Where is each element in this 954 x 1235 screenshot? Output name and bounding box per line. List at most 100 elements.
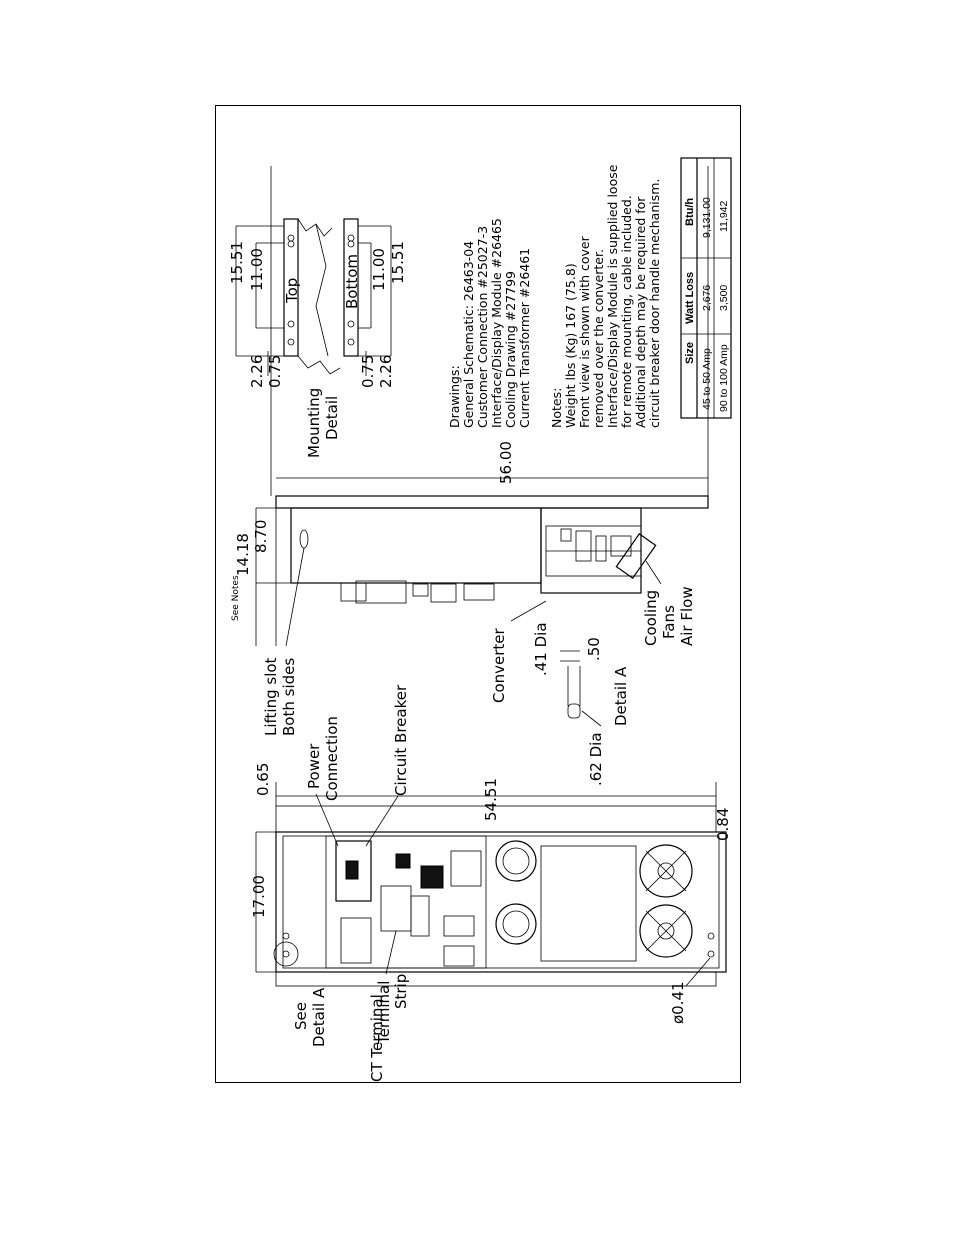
- dia-leader: [685, 957, 711, 987]
- dim-0-65-label: 0.65: [254, 763, 272, 796]
- capacitor-2: [495, 903, 537, 945]
- side-panel-plate: [275, 495, 709, 509]
- power-label: Power: [305, 743, 323, 789]
- detail-word: Detail: [323, 396, 341, 440]
- mount-hole-1: [282, 932, 290, 940]
- fan-leader: [645, 560, 662, 585]
- mounting-detail-label: Mounting Detail: [305, 383, 341, 458]
- detail-a-callout: [273, 941, 299, 967]
- ct-terminal-label: CT Terminal: [368, 994, 386, 1082]
- table-header-watt-loss: Watt Loss: [684, 272, 696, 324]
- converter-parts: [546, 528, 641, 562]
- detail-a-label: Detail A: [612, 666, 630, 726]
- fan-1-cross-b: [645, 850, 687, 892]
- lifting-slot-leader: [285, 547, 305, 647]
- top-hole-2: [287, 240, 295, 248]
- side-upper-enclosure: [290, 507, 542, 584]
- control-chip: [420, 865, 444, 889]
- transformer: [450, 850, 482, 887]
- front-flange-top: [275, 805, 717, 833]
- bottom-hole-2: [347, 240, 355, 248]
- ct-terminal-block: [340, 917, 372, 964]
- dim-0-84-label: 0.84: [714, 808, 732, 841]
- dim-8-70-label: 8.70: [252, 520, 270, 553]
- break-line-mid: [315, 223, 329, 357]
- note-4: Interface/Display Module is supplied loo…: [605, 164, 620, 428]
- dim-50-label: .50: [585, 637, 603, 661]
- break-line-top: [297, 218, 333, 237]
- lifting-slot-label: Lifting slot: [262, 657, 280, 736]
- technical-drawing: 15.51 11.00 Top Bottom 11.00 15.51 2.26 …: [228, 157, 732, 1082]
- converter-label: Converter: [490, 627, 508, 703]
- mount-hole-2: [282, 950, 290, 958]
- table-row-2-watt: 3,500: [718, 285, 730, 311]
- table-row-1-size: 45 to 50 Amp: [701, 348, 713, 410]
- circuit-breaker-label: Circuit Breaker: [392, 684, 410, 796]
- cooling-fan-duct: [615, 533, 657, 579]
- drawing-item-3: Interface/Display Module #26465: [489, 218, 504, 428]
- dim-56-label: 56.00: [497, 441, 515, 484]
- note-2: Front view is shown with cover: [577, 235, 592, 428]
- side-component-1: [340, 582, 367, 602]
- see-label: See: [292, 1002, 310, 1030]
- note-5: for remote mounting, cable included.: [619, 195, 634, 428]
- connector-2: [443, 945, 475, 967]
- capacitor-1-inner: [502, 847, 530, 875]
- fan-1-hub: [657, 862, 675, 880]
- bottom-hole-4: [347, 338, 355, 346]
- mount-hole-3: [707, 932, 715, 940]
- side-component-3: [412, 583, 429, 597]
- dia-41-label: .41 Dia: [532, 622, 550, 676]
- dim-0-75-bottom: 0.75: [359, 355, 377, 388]
- conv-part-1: [560, 528, 572, 542]
- side-component-4: [430, 583, 457, 603]
- table-row-1-btu: 9,131.00: [701, 197, 713, 238]
- connector-1: [443, 915, 475, 937]
- mount-hole-4: [707, 950, 715, 958]
- notes-heading: Notes:: [549, 388, 564, 428]
- side-view: 56.00 14.18 8.70 See Notes Lifting slot …: [231, 166, 709, 736]
- converter-leader: [510, 600, 547, 622]
- table-header-btu: Btu/h: [684, 198, 696, 226]
- front-panel-inner: [282, 835, 720, 969]
- bottom-label: Bottom: [343, 254, 361, 309]
- power-leader: [315, 793, 339, 847]
- dia-62-label: .62 Dia: [587, 732, 605, 786]
- top-hole-3: [287, 320, 295, 328]
- dia-041-label: ø0.41: [669, 981, 687, 1024]
- conv-part-2: [575, 530, 592, 562]
- top-label: Top: [283, 278, 301, 304]
- note-1: Weight lbs (Kg) 167 (75.8): [563, 263, 578, 428]
- dim-54-51-label: 54.51: [482, 778, 500, 821]
- top-hole-4: [287, 338, 295, 346]
- table-row-1-watt: 2,676: [701, 285, 713, 311]
- drawing-frame: 15.51 11.00 Top Bottom 11.00 15.51 2.26 …: [215, 105, 741, 1083]
- note-3: removed over the converter.: [591, 249, 606, 428]
- dim-14-18-label: 14.18: [234, 533, 252, 576]
- breaker-handle: [345, 860, 359, 880]
- conv-part-4: [610, 535, 632, 557]
- terminal-label: Terminal: [375, 981, 393, 1045]
- fuse-block: [395, 853, 411, 869]
- drawings-heading: Drawings:: [447, 365, 462, 428]
- connection-label: Connection: [323, 716, 341, 801]
- dia-62-leader: [581, 710, 602, 727]
- conv-part-3: [595, 535, 607, 562]
- dim-17-label: 17.00: [250, 875, 268, 918]
- mounting-word: Mounting: [305, 388, 323, 458]
- detail-a: .41 Dia .50 .62 Dia Detail A: [532, 622, 630, 786]
- see-notes-label: See Notes: [231, 575, 241, 621]
- table-row-2-btu: 11,942: [718, 201, 730, 232]
- drawing-item-4: Cooling Drawing #27799: [503, 271, 518, 428]
- mounting-detail: 15.51 11.00 Top Bottom 11.00 15.51 2.26 …: [228, 218, 407, 458]
- dim-2-26-top: 2.26: [248, 355, 266, 388]
- side-component-2: [355, 580, 407, 604]
- both-sides-label: Both sides: [280, 658, 298, 736]
- terminal-strip: [380, 885, 412, 932]
- side-component-5: [463, 583, 495, 601]
- terminal-leader: [385, 930, 397, 975]
- relay-block: [410, 895, 430, 937]
- bottom-hole-3: [347, 320, 355, 328]
- front-flange-bottom: [275, 971, 717, 987]
- table-row-2-size: 90 to 100 Amp: [718, 344, 730, 412]
